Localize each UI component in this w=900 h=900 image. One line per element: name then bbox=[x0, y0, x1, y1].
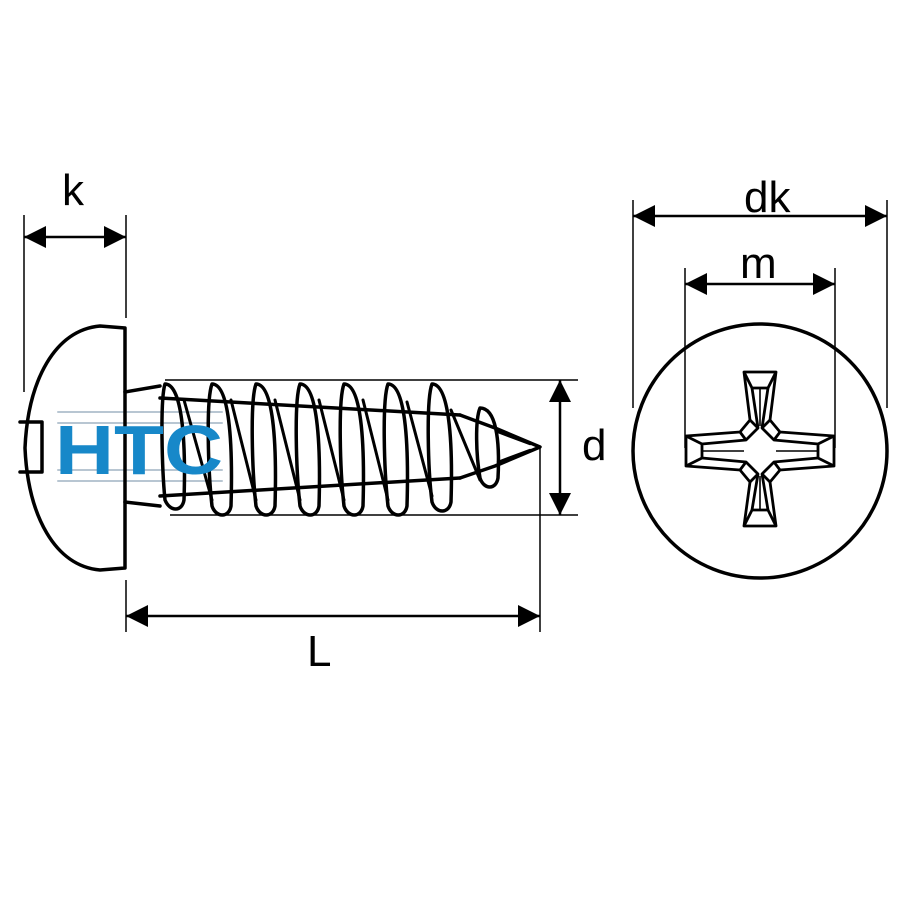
watermark-stripes bbox=[57, 411, 223, 482]
head-circle bbox=[631, 322, 889, 580]
shank-neck bbox=[123, 384, 162, 508]
screw-head bbox=[23, 324, 127, 572]
top-view bbox=[631, 322, 889, 580]
phillips-recess bbox=[684, 370, 836, 528]
label-L: L bbox=[307, 627, 331, 676]
label-dk: dk bbox=[744, 173, 791, 222]
label-m: m bbox=[740, 239, 777, 288]
top-dimension-lines bbox=[632, 200, 888, 448]
thread-helix bbox=[182, 398, 482, 502]
watermark-logo: HTC bbox=[55, 411, 223, 489]
label-k: k bbox=[62, 166, 85, 215]
label-d: d bbox=[582, 421, 606, 470]
head-slot bbox=[18, 420, 44, 474]
